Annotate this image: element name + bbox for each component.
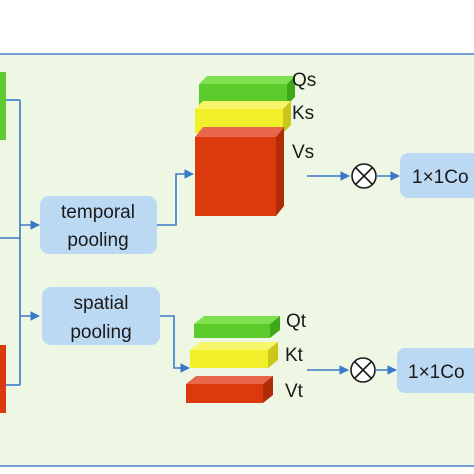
spatial-pooling-node <box>42 287 160 345</box>
qt-label: Qt <box>286 311 307 332</box>
qs-tensor <box>199 76 295 105</box>
multiply-operator-bottom <box>350 357 376 383</box>
conv-node-top <box>400 153 474 198</box>
input-red-partial <box>0 345 6 413</box>
vs-label: Vs <box>292 142 314 163</box>
spatial-pooling-label-2: pooling <box>70 322 131 343</box>
arrow-spatial-to-t <box>160 315 190 373</box>
conv-node-bottom <box>397 348 474 393</box>
conv-label-top: 1×1Co <box>412 167 469 188</box>
kt-label: Kt <box>285 345 304 366</box>
temporal-pooling-label-2: pooling <box>67 230 128 251</box>
temporal-pooling-label-1: temporal <box>61 202 135 223</box>
kt-tensor <box>190 342 278 368</box>
temporal-pooling-node <box>40 196 157 254</box>
vt-label: Vt <box>285 381 304 402</box>
qt-tensor <box>194 316 280 338</box>
ks-label: Ks <box>292 103 314 124</box>
vs-tensor <box>195 127 284 216</box>
multiply-operator-top <box>351 163 377 189</box>
input-green-partial <box>0 72 6 140</box>
qs-label: Qs <box>292 70 316 91</box>
arrow-temporal-to-s <box>157 169 194 226</box>
spatial-pooling-label-1: spatial <box>74 293 129 314</box>
vt-tensor <box>186 376 273 403</box>
conv-label-bottom: 1×1Co <box>408 362 465 383</box>
